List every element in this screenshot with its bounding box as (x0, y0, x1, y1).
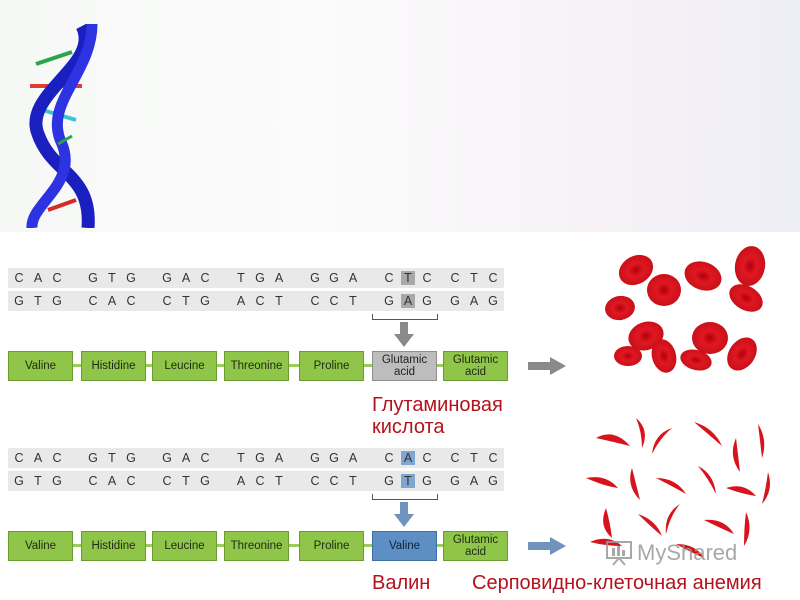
amino-acid: Leucine (152, 531, 217, 561)
down-arrow-icon (394, 322, 414, 347)
codon-bracket (372, 314, 438, 320)
codon-bracket (372, 494, 438, 500)
amino-acid: Histidine (81, 531, 146, 561)
sickle-cell-anemia-label: Серповидно-клеточная анемия (472, 572, 762, 594)
down-arrow-icon (394, 502, 414, 527)
valine-label-ru: Валин (372, 572, 431, 594)
amino-acid: Glutamic acid (443, 351, 508, 381)
amino-acid: Valine (8, 531, 73, 561)
normal-red-blood-cells (605, 246, 766, 373)
amino-acid: Histidine (81, 351, 146, 381)
amino-acid: Leucine (152, 351, 217, 381)
dna-helix-icon (26, 24, 98, 228)
sickle-cells (586, 418, 770, 558)
amino-acid: Proline (299, 531, 364, 561)
presentation-icon (606, 541, 632, 566)
amino-acid-valine-highlight: Valine (372, 531, 437, 561)
amino-acid-glutamic-highlight: Glutamic acid (372, 351, 437, 381)
amino-acid: Threonine (224, 351, 289, 381)
right-arrow-icon (528, 357, 566, 375)
glutamic-acid-label-ru: Глутаминовая кислота (372, 394, 503, 438)
header-band (0, 0, 800, 232)
amino-acid: Valine (8, 351, 73, 381)
watermark-text: MyShared (637, 540, 738, 565)
amino-acid: Threonine (224, 531, 289, 561)
watermark: MyShared (605, 540, 737, 566)
amino-acid: Glutamic acid (443, 531, 508, 561)
right-arrow-icon (528, 537, 566, 555)
amino-acid: Proline (299, 351, 364, 381)
